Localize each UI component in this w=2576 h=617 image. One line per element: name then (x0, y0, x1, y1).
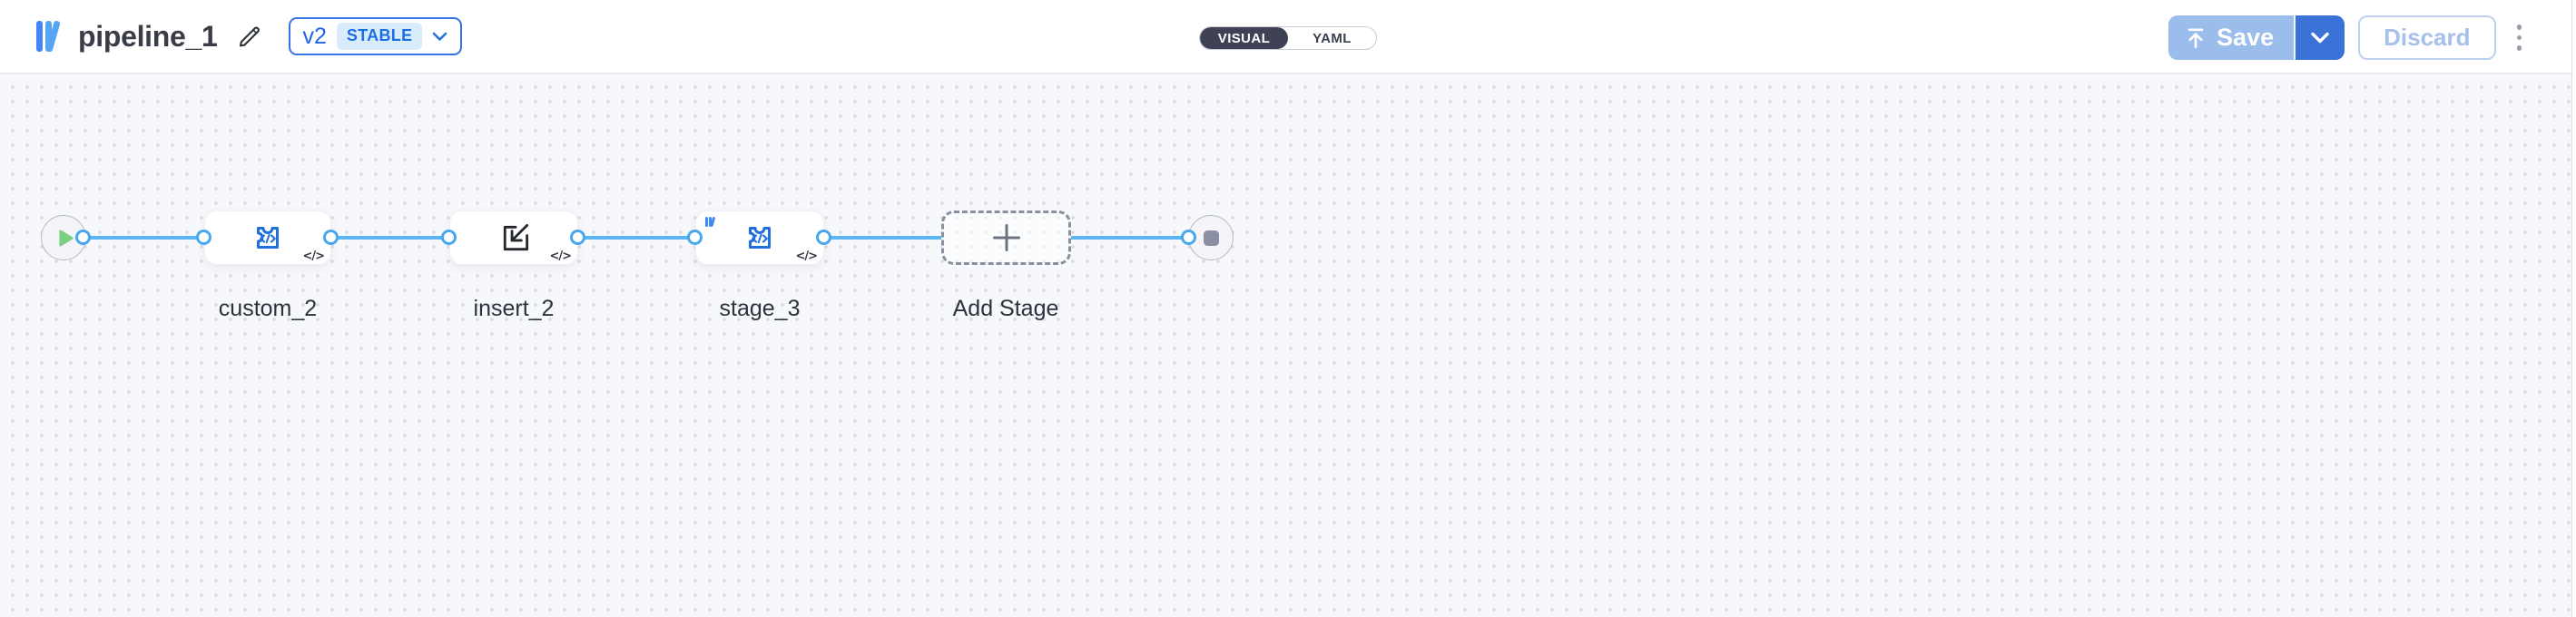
save-split-button: Save (2168, 15, 2345, 60)
kebab-dot (2516, 45, 2522, 51)
connection-port[interactable] (196, 230, 211, 245)
save-options-button[interactable] (2296, 15, 2345, 60)
connection-port[interactable] (570, 230, 585, 245)
view-mode-toggle: VISUAL YAML (1199, 26, 1377, 50)
node-label: Add Stage (952, 296, 1059, 321)
save-button[interactable]: Save (2168, 15, 2296, 60)
connection-line (331, 236, 449, 240)
header-left-group: pipeline_1 v2 STABLE (36, 0, 463, 73)
node-stage-3[interactable]: </> (695, 211, 824, 265)
plus-icon (991, 222, 1022, 253)
chevron-down-icon (432, 32, 447, 42)
code-icon: </> (302, 250, 325, 263)
chevron-down-icon (2310, 32, 2330, 44)
code-icon: </> (549, 250, 572, 263)
connection-port[interactable] (816, 230, 831, 245)
connection-port[interactable] (441, 230, 457, 245)
discard-button[interactable]: Discard (2358, 15, 2496, 60)
version-status-badge: STABLE (336, 23, 423, 50)
node-label: stage_3 (719, 296, 801, 321)
header-right-group: Save Discard (2168, 15, 2529, 60)
library-bars-icon (705, 216, 717, 229)
pencil-icon (236, 23, 263, 50)
puzzle-code-icon (250, 220, 286, 256)
connection-port[interactable] (687, 230, 703, 245)
header: pipeline_1 v2 STABLE VISUAL YAML (0, 0, 2576, 74)
tab-visual[interactable]: VISUAL (1200, 27, 1288, 49)
stop-icon (1203, 230, 1219, 246)
code-icon: </> (795, 250, 818, 263)
kebab-dot (2516, 34, 2522, 41)
node-label: custom_2 (218, 296, 318, 321)
import-icon (497, 220, 532, 256)
connection-line (1071, 236, 1189, 240)
connection-port[interactable] (75, 230, 91, 245)
app-logo-icon (36, 18, 64, 54)
puzzle-code-icon (742, 220, 778, 256)
add-stage-button[interactable] (941, 211, 1071, 265)
connection-line (824, 236, 941, 240)
edit-title-button[interactable] (232, 19, 267, 54)
more-options-button[interactable] (2510, 19, 2530, 56)
play-icon (58, 229, 74, 248)
version-selector[interactable]: v2 STABLE (288, 17, 463, 55)
save-button-label: Save (2217, 24, 2275, 51)
connection-line (578, 236, 695, 240)
node-label: insert_2 (473, 296, 555, 321)
right-panel-edge (2571, 0, 2576, 617)
pipeline-canvas[interactable]: </> custom_2 </> insert_2 </> stage (0, 74, 2571, 617)
node-custom-2[interactable]: </> (204, 211, 331, 265)
connection-port[interactable] (323, 230, 339, 245)
pipeline-title: pipeline_1 (78, 19, 218, 53)
kebab-dot (2516, 24, 2522, 30)
connection-line (84, 236, 204, 240)
version-label: v2 (302, 23, 327, 49)
connection-port[interactable] (1181, 230, 1196, 245)
upload-icon (2184, 26, 2207, 50)
node-insert-2[interactable]: </> (449, 211, 578, 265)
tab-yaml[interactable]: YAML (1313, 30, 1352, 46)
